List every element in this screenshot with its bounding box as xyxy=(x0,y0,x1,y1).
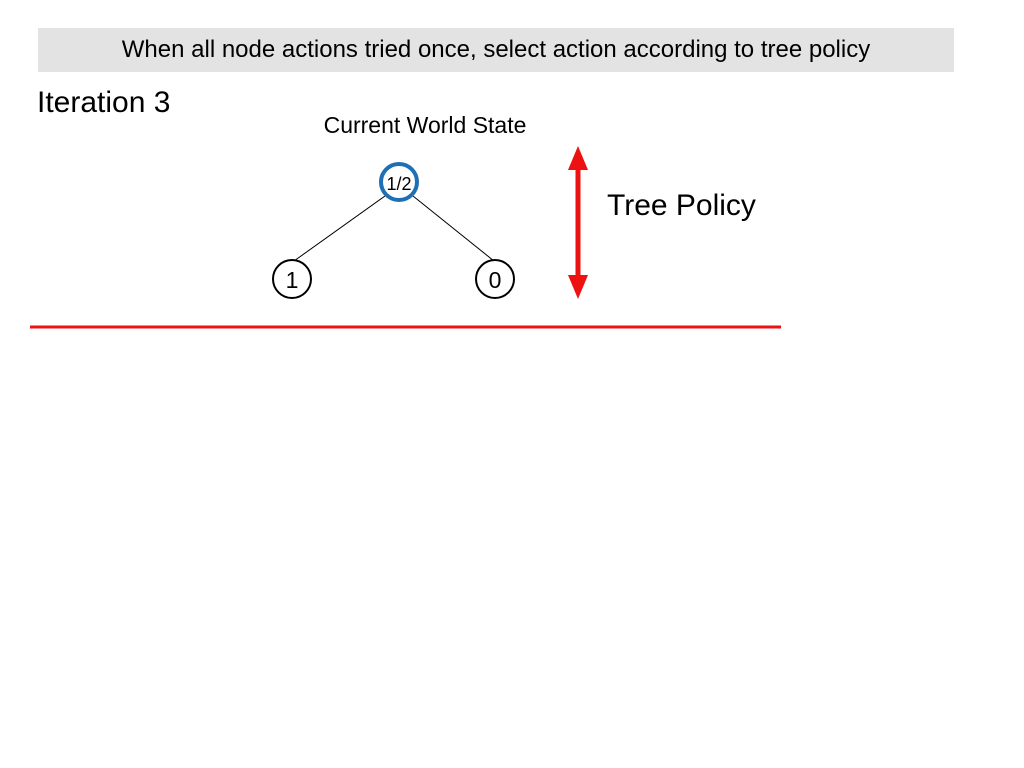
tree-edge-right xyxy=(412,195,495,262)
tree-policy-label: Tree Policy xyxy=(607,189,756,222)
arrow-head-down xyxy=(568,275,588,299)
child-node-circle xyxy=(475,259,515,299)
iteration-label: Iteration 3 xyxy=(37,86,171,119)
child-node-label: 1 xyxy=(286,267,299,293)
root-node-label: 1/2 xyxy=(386,174,411,194)
child-node-circle xyxy=(272,259,312,299)
tree-node-child-left: 1 xyxy=(272,259,312,299)
root-caption: Current World State xyxy=(324,112,527,138)
tree-edge-left xyxy=(293,195,386,262)
tree-node-child-right: 0 xyxy=(475,259,515,299)
slide-banner: When all node actions tried once, select… xyxy=(38,28,954,72)
banner-text: When all node actions tried once, select… xyxy=(121,36,871,63)
tree-policy-arrow xyxy=(568,146,588,299)
tree-node-root: 1/2 xyxy=(379,162,419,202)
root-node-circle xyxy=(379,162,419,202)
child-node-label: 0 xyxy=(489,267,502,293)
arrow-head-up xyxy=(568,146,588,170)
